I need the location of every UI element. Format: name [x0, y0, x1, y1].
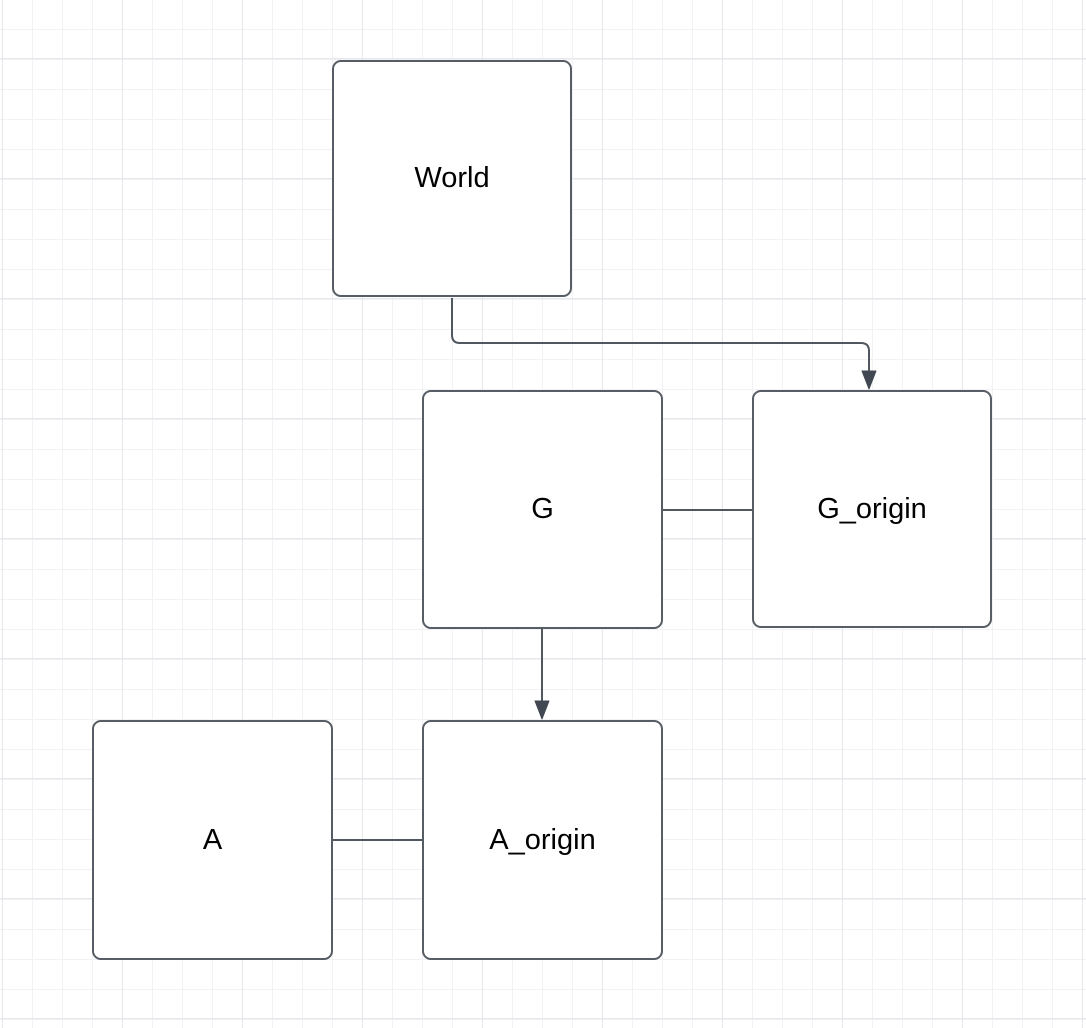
arrowhead-g-to-a_origin	[534, 700, 550, 720]
node-world[interactable]: World	[332, 60, 572, 297]
edge-g-to-a_origin[interactable]	[534, 629, 550, 720]
edge-line-world-to-g_origin	[451, 298, 870, 371]
node-a-origin-label: A_origin	[489, 823, 596, 856]
node-g-label: G	[531, 493, 554, 526]
node-g-origin[interactable]: G_origin	[752, 390, 992, 628]
edge-world-to-g_origin[interactable]	[451, 298, 877, 390]
node-a-origin[interactable]: A_origin	[422, 720, 663, 960]
node-g-origin-label: G_origin	[817, 492, 927, 525]
node-a[interactable]: A	[92, 720, 333, 960]
arrowhead-world-to-g_origin	[861, 370, 877, 390]
node-world-label: World	[414, 162, 490, 195]
node-a-label: A	[202, 823, 223, 856]
node-g[interactable]: G	[422, 390, 663, 629]
